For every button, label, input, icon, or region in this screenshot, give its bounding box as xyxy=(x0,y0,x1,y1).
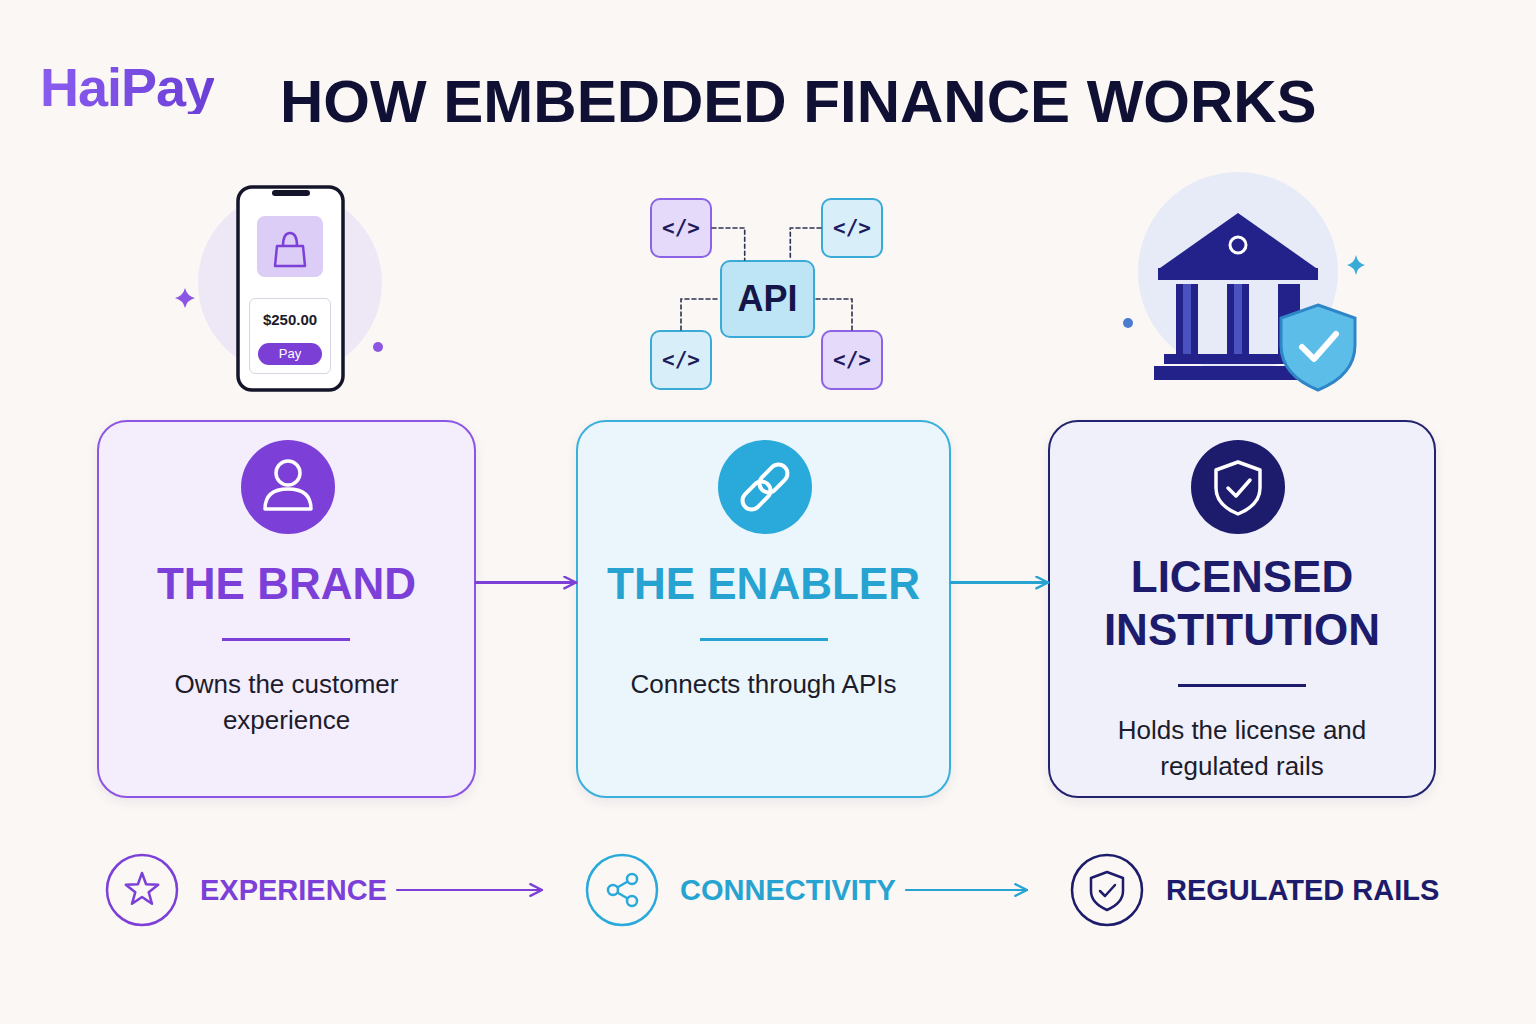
bank-column xyxy=(1227,284,1249,354)
dot xyxy=(373,342,383,352)
button-label: Pay xyxy=(258,343,322,365)
bank-step xyxy=(1164,354,1316,364)
bag-icon xyxy=(275,246,305,266)
code-block: </> xyxy=(650,330,712,390)
share-lines xyxy=(613,879,632,901)
bank-backdrop xyxy=(1138,172,1338,372)
role-card: THE BRAND Owns the customer experience xyxy=(97,420,476,798)
shield-badge xyxy=(1281,305,1355,390)
star-badge xyxy=(107,855,177,925)
check-mark xyxy=(1302,334,1336,359)
role-card: THE ENABLER Connects through APIs xyxy=(576,420,951,798)
bank-column xyxy=(1176,284,1198,354)
card-heading: THE ENABLER xyxy=(607,557,920,610)
api-link xyxy=(712,228,745,260)
share-node xyxy=(627,874,637,884)
phone-body xyxy=(238,187,343,390)
bank-beam xyxy=(1158,268,1318,280)
bag-handle xyxy=(283,233,297,246)
bank-roof xyxy=(1160,213,1316,268)
check-mark xyxy=(1100,885,1115,896)
step-label: EXPERIENCE xyxy=(200,876,387,905)
code-symbol: </> xyxy=(833,216,871,240)
flow-arrow xyxy=(906,889,1027,891)
dot xyxy=(1123,318,1133,328)
share-badge xyxy=(587,855,657,925)
shield-badge xyxy=(1072,855,1142,925)
brand-logo: HaiPay xyxy=(40,60,214,114)
flow-step: REGULATED RAILS xyxy=(1027,855,1449,925)
card-heading: THE BRAND xyxy=(157,557,416,610)
bank-step xyxy=(1154,366,1326,380)
product-tile xyxy=(257,216,323,277)
sparkle xyxy=(175,288,195,308)
code-block: </> xyxy=(650,198,712,258)
share-node xyxy=(608,885,618,895)
api-link xyxy=(681,299,720,330)
column-highlight xyxy=(1183,284,1191,354)
badge-ring xyxy=(107,855,177,925)
phone-illustration xyxy=(175,187,383,390)
price-card: $250.00Pay xyxy=(249,298,331,374)
flow-step: EXPERIENCE xyxy=(62,855,397,925)
api-hub: API xyxy=(720,260,815,338)
flow-arrow xyxy=(476,581,576,584)
card-description: Holds the license and regulated rails xyxy=(1092,712,1392,784)
card-description: Owns the customer experience xyxy=(137,666,437,738)
code-symbol: </> xyxy=(662,216,700,240)
bank-column xyxy=(1278,284,1300,354)
price-amount: $250.00 xyxy=(250,311,330,329)
code-symbol: </> xyxy=(662,348,700,372)
sparkle xyxy=(1347,255,1365,275)
column-highlight xyxy=(1234,284,1242,354)
code-block: </> xyxy=(821,330,883,390)
step-label: CONNECTIVITY xyxy=(680,876,896,905)
card-heading: LICENSED INSTITUTION xyxy=(1067,550,1417,656)
role-card: LICENSED INSTITUTION Holds the license an… xyxy=(1048,420,1436,798)
code-block: </> xyxy=(821,198,883,258)
step-label: REGULATED RAILS xyxy=(1166,876,1439,905)
api-link xyxy=(815,299,852,330)
phone-notch xyxy=(272,190,310,196)
flow-arrow xyxy=(951,581,1048,584)
shield-outline xyxy=(1091,872,1123,910)
badge-ring xyxy=(1072,855,1142,925)
page-title: HOW EMBEDDED FINANCE WORKS xyxy=(280,72,1300,132)
roof-emblem xyxy=(1230,237,1246,253)
badge-ring xyxy=(587,855,657,925)
api-label: API xyxy=(737,278,797,320)
flow-arrow xyxy=(397,889,542,891)
code-symbol: </> xyxy=(833,348,871,372)
pay-button: Pay xyxy=(258,343,322,365)
flow-step: CONNECTIVITY xyxy=(542,855,906,925)
api-link xyxy=(790,228,821,260)
phone-backdrop xyxy=(198,191,382,375)
bank-illustration xyxy=(1123,172,1365,390)
star-icon xyxy=(126,873,158,904)
card-description: Connects through APIs xyxy=(631,666,897,702)
share-node xyxy=(627,896,637,906)
